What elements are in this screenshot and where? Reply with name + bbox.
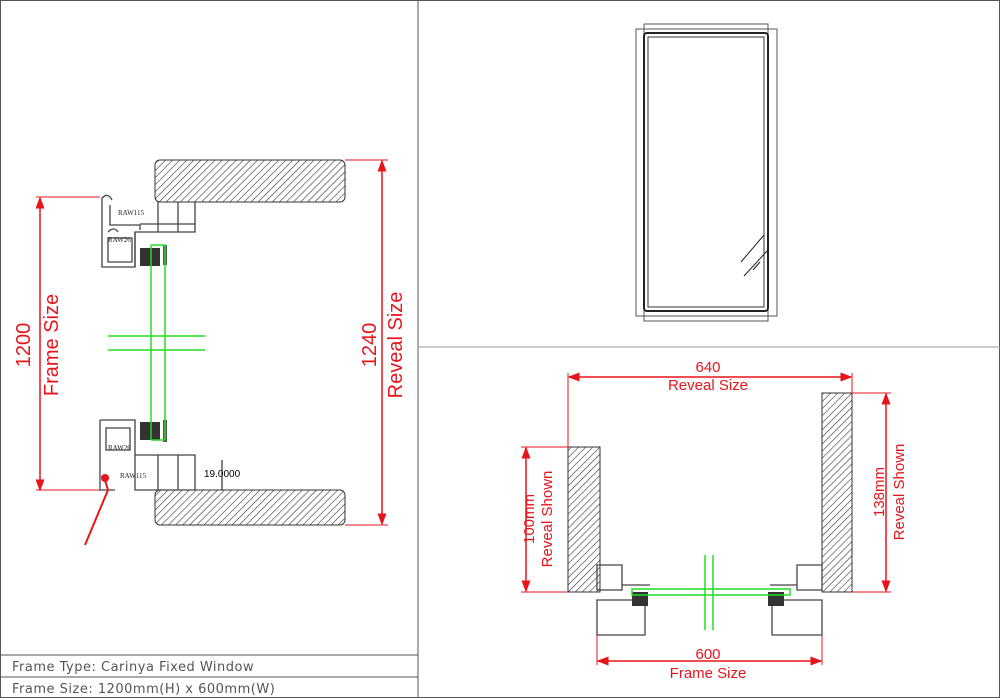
- frame-width-label: Frame Size: [670, 665, 747, 682]
- title-block: Frame Type: Carinya Fixed Window Frame S…: [0, 654, 418, 697]
- horizontal-section: 640 Reveal Size 600 Frame Size 100mm Rev…: [521, 359, 908, 682]
- gasket-left: [632, 592, 648, 606]
- frame-type-text: Frame Type: Carinya Fixed Window: [12, 660, 254, 675]
- label-raw26-top: RAW26: [108, 236, 131, 244]
- glass-pane: [108, 244, 205, 441]
- left-reveal-label: Reveal Shown: [539, 471, 556, 568]
- reveal-size-label: Reveal Size: [385, 292, 407, 399]
- reveal-width-value: 640: [695, 359, 720, 376]
- glass-pane-section: [631, 555, 791, 630]
- wall-bottom: [154, 489, 346, 526]
- wall-left: [567, 446, 601, 593]
- label-raw115-bottom: RAW115: [120, 472, 147, 480]
- gasket-bottom: [140, 422, 160, 440]
- frame-profile-top: [101, 194, 196, 268]
- reveal-width-label: Reveal Size: [668, 377, 748, 394]
- frame-size-value: 1200: [13, 323, 35, 368]
- window-elevation: [635, 23, 778, 322]
- frame-size-label: Frame Size: [41, 294, 63, 396]
- frame-size-text: Frame Size: 1200mm(H) x 600mm(W): [12, 682, 275, 697]
- sill-seal: [101, 474, 109, 482]
- wall-right: [821, 392, 853, 593]
- left-reveal-value: 100mm: [521, 494, 538, 544]
- wall-top: [154, 159, 346, 203]
- right-reveal-value: 138mm: [871, 467, 888, 517]
- right-reveal-label: Reveal Shown: [891, 444, 908, 541]
- frame-width-value: 600: [695, 646, 720, 663]
- gasket-top: [140, 248, 160, 266]
- reveal-size-value: 1240: [359, 323, 381, 368]
- label-raw115-top: RAW115: [118, 209, 145, 217]
- label-raw26-bottom: RAW26: [108, 444, 131, 452]
- offset-dimension-text: 19.0000: [204, 469, 241, 480]
- sill-flashing: [84, 479, 110, 546]
- vertical-section: RAW115 RAW26 RAW26 RAW115 19.0000: [13, 159, 407, 546]
- gasket-right: [768, 592, 784, 606]
